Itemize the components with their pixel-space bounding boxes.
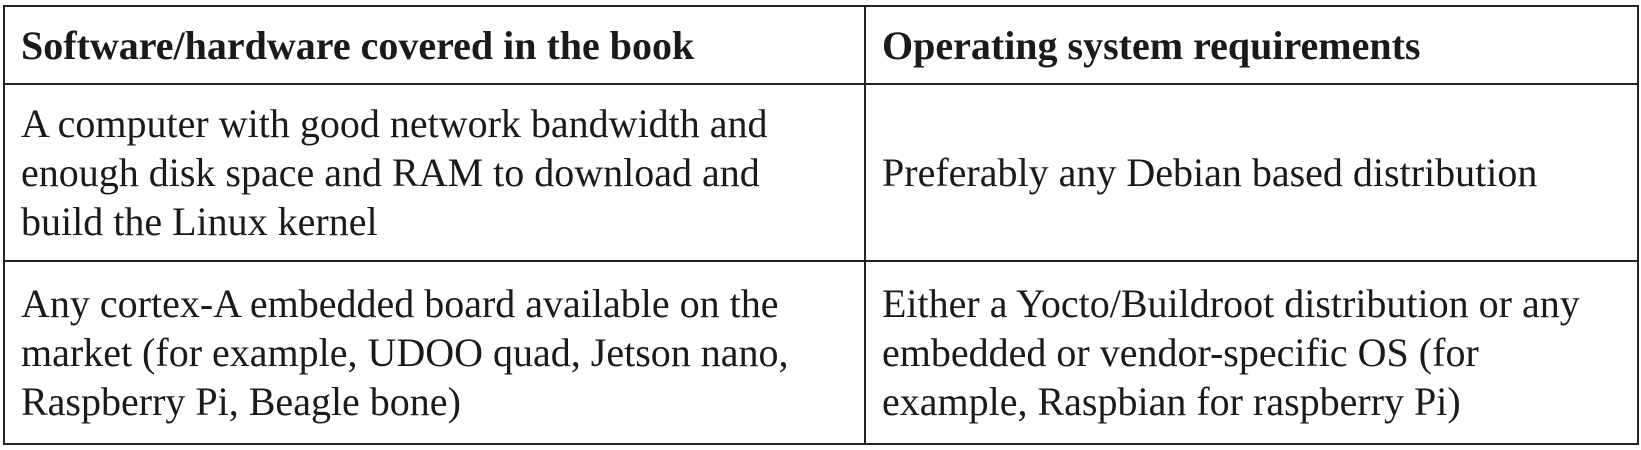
cell-software-hardware: Any cortex-A embedded board available on… <box>3 259 866 446</box>
table-row: A computer with good network bandwidth a… <box>3 83 1639 262</box>
table-header-row: Software/hardware covered in the book Op… <box>3 5 1639 85</box>
header-os-requirements: Operating system requirements <box>864 5 1639 85</box>
cell-os-requirements: Preferably any Debian based distribution <box>864 83 1639 262</box>
cell-os-requirements: Either a Yocto/Buildroot distribution or… <box>864 259 1639 446</box>
header-software-hardware: Software/hardware covered in the book <box>3 5 866 85</box>
table-row: Any cortex-A embedded board available on… <box>3 259 1639 446</box>
cell-software-hardware: A computer with good network bandwidth a… <box>3 83 866 262</box>
requirements-table: Software/hardware covered in the book Op… <box>3 5 1639 446</box>
